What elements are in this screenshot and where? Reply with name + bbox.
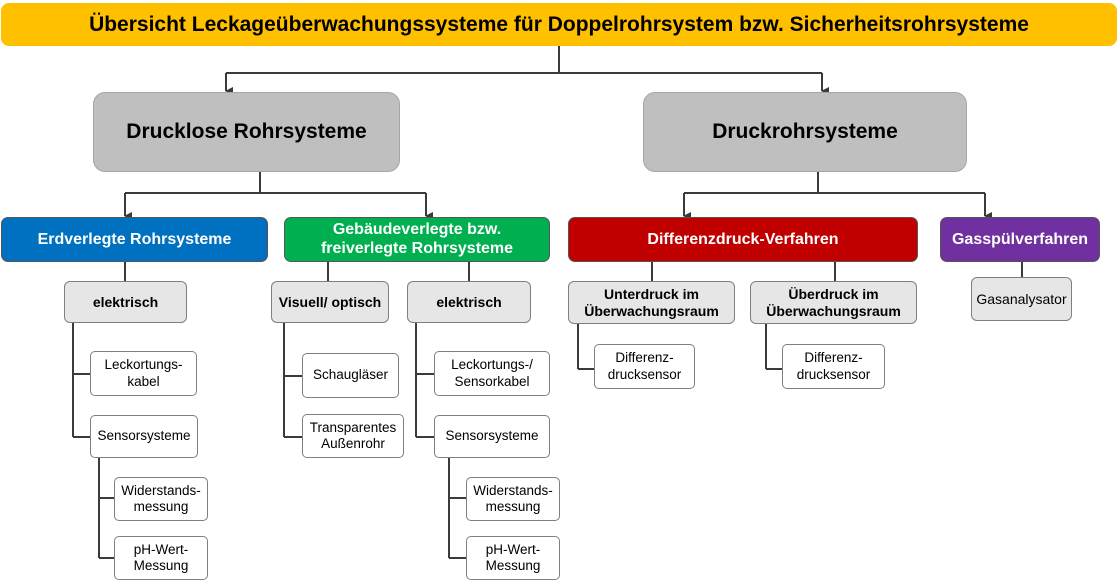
leaf-geb-schauglaeser: Schaugläser xyxy=(302,353,399,398)
node-geb-visuell-optisch: Visuell/ optisch xyxy=(271,281,389,323)
node-druckrohrsysteme: Druckrohrsysteme xyxy=(643,92,967,172)
leaf-geb-transparentes-aussenrohr: Transparentes Außenrohr xyxy=(302,414,404,458)
diagram-title: Übersicht Leckageüberwachungssysteme für… xyxy=(1,3,1117,46)
leaf-erd-sensorsysteme: Sensorsysteme xyxy=(90,415,198,458)
node-gasanalysator: Gasanalysator xyxy=(971,277,1072,321)
node-ueberdruck: Überdruck im Überwachungsraum xyxy=(750,281,917,324)
leaf-geb-ph-wert-messung: pH-Wert- Messung xyxy=(466,536,560,580)
leaf-geb-leckortungs-sensorkabel: Leckortungs-/ Sensorkabel xyxy=(434,351,550,396)
node-unterdruck: Unterdruck im Überwachungsraum xyxy=(568,281,735,324)
leaf-ueberdruck-differenzdrucksensor: Differenz- drucksensor xyxy=(782,344,885,389)
node-differenzdruck-verfahren: Differenzdruck-Verfahren xyxy=(568,217,918,262)
node-erdverlegte-rohrsysteme: Erdverlegte Rohrsysteme xyxy=(1,217,268,262)
leaf-erd-ph-wert-messung: pH-Wert- Messung xyxy=(114,536,208,580)
node-erd-elektrisch: elektrisch xyxy=(64,281,187,323)
node-gebaeudeverlegte-rohrsysteme: Gebäudeverlegte bzw. freiverlegte Rohrsy… xyxy=(284,217,550,262)
leaf-erd-widerstandsmessung: Widerstands- messung xyxy=(114,477,208,521)
leaf-geb-sensorsysteme: Sensorsysteme xyxy=(434,415,550,458)
leaf-geb-widerstandsmessung: Widerstands- messung xyxy=(466,477,560,521)
leaf-erd-leckortungskabel: Leckortungs- kabel xyxy=(90,351,197,396)
leaf-unterdruck-differenzdrucksensor: Differenz- drucksensor xyxy=(594,344,695,389)
node-drucklose-rohrsysteme: Drucklose Rohrsysteme xyxy=(93,92,400,172)
node-gasspuelverfahren: Gasspülverfahren xyxy=(940,217,1100,262)
node-geb-elektrisch: elektrisch xyxy=(407,281,531,323)
